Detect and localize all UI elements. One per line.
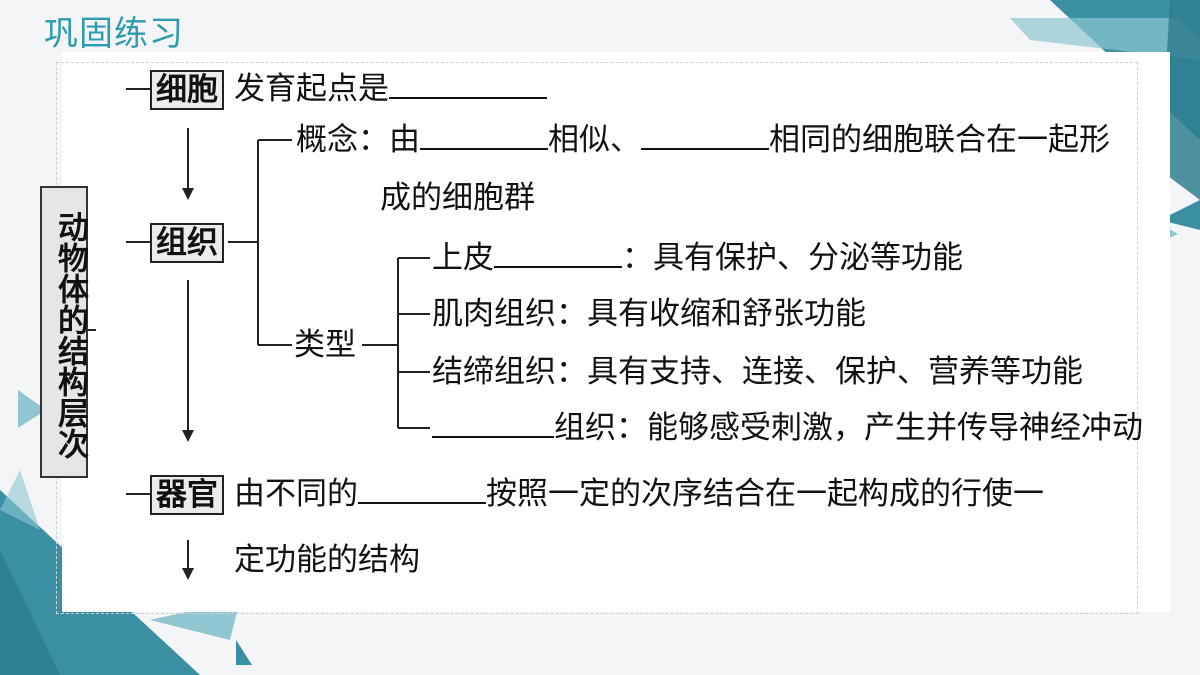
cell-blank[interactable] xyxy=(389,71,547,99)
type-item-connective: 结缔组织：具有支持、连接、保护、营养等功能 xyxy=(432,354,1083,390)
page-title: 巩固练习 xyxy=(44,14,184,54)
root-label: 动物体的结构层次 xyxy=(40,186,88,478)
organ-line2: 定功能的结构 xyxy=(234,542,420,578)
tissue-concept: 概念：由 相似、 相同的细胞联合在一起形 xyxy=(296,122,1110,158)
type-item-nervous: 组织：能够感受刺激，产生并传导神经冲动 xyxy=(432,410,1143,446)
organ-text: 由不同的 按照一定的次序结合在一起构成的行使一 xyxy=(234,476,1044,512)
organ-blank[interactable] xyxy=(358,476,486,504)
type-suffix: ：具有保护、分泌等功能 xyxy=(622,240,963,276)
concept-line2: 成的细胞群 xyxy=(380,180,535,216)
nervous-blank[interactable] xyxy=(432,410,554,438)
type-suffix: 组织：能够感受刺激，产生并传导神经冲动 xyxy=(554,410,1143,446)
decor-left-triangle xyxy=(18,390,46,428)
concept-prefix: 概念：由 xyxy=(296,122,420,158)
cell-text: 发育起点是 xyxy=(234,71,389,107)
type-item-muscle: 肌肉组织：具有收缩和舒张功能 xyxy=(432,296,866,332)
epithelial-blank[interactable] xyxy=(494,240,622,268)
concept-blank-2[interactable] xyxy=(641,122,769,150)
type-label: 类型 xyxy=(294,327,356,363)
type-prefix: 上皮 xyxy=(432,240,494,276)
concept-mid: 相似、 xyxy=(548,122,641,158)
organ-prefix: 由不同的 xyxy=(234,476,358,512)
content-card xyxy=(62,52,1170,612)
concept-blank-1[interactable] xyxy=(420,122,548,150)
organ-label: 器官 xyxy=(150,475,224,515)
organ-suffix: 按照一定的次序结合在一起构成的行使一 xyxy=(486,476,1044,512)
concept-end: 相同的细胞联合在一起形 xyxy=(769,122,1110,158)
type-item-epithelial: 上皮 ：具有保护、分泌等功能 xyxy=(432,240,963,276)
tissue-label: 组织 xyxy=(150,223,224,263)
cell-label: 细胞 xyxy=(150,70,224,110)
cell-row: 发育起点是 xyxy=(234,71,547,107)
